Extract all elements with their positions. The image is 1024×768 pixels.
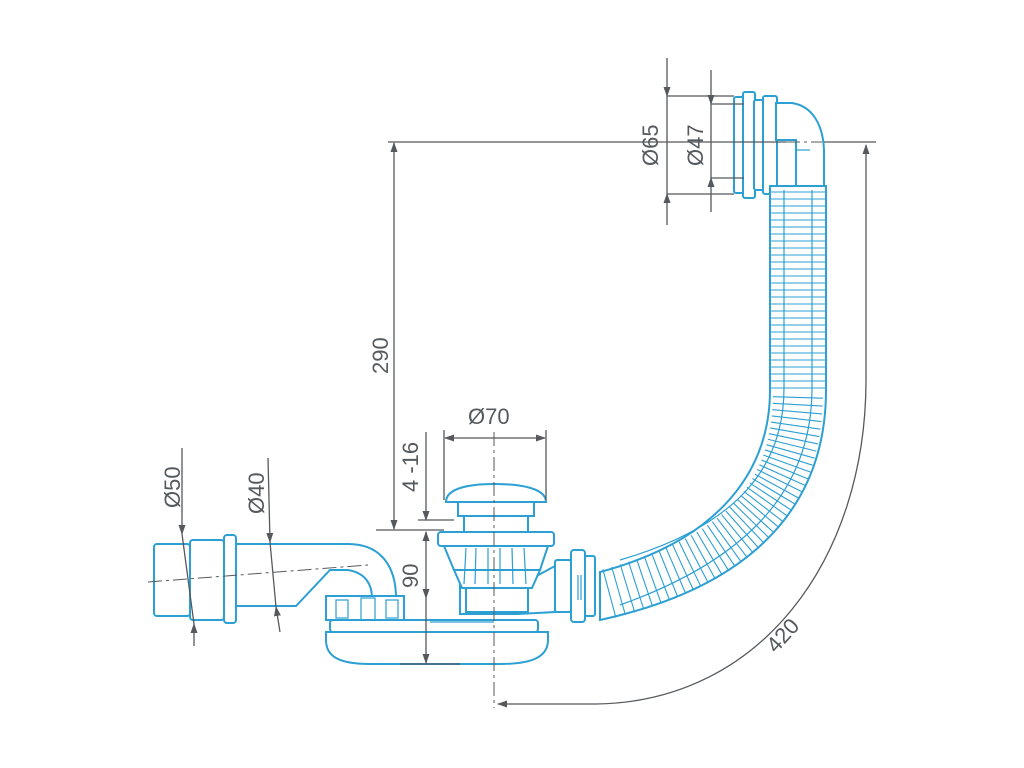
dimension-overflow-outer-label: Ø65 bbox=[638, 124, 663, 166]
hose-rib bbox=[746, 486, 788, 517]
dimension-height-label: 290 bbox=[368, 337, 393, 374]
hose-rib bbox=[725, 510, 760, 549]
hose-rib bbox=[701, 528, 730, 572]
hose-rib bbox=[733, 502, 770, 539]
hose-rib bbox=[772, 402, 823, 407]
dimension-thickness: 4 -16 bbox=[398, 432, 454, 541]
dimension-overflow-inner: Ø47 bbox=[683, 70, 744, 212]
hose-rib bbox=[754, 473, 800, 499]
dimension-outlet-inner: Ø40 bbox=[244, 457, 281, 633]
hose-rib bbox=[763, 454, 811, 473]
hose-rib bbox=[658, 550, 679, 598]
hose-rib bbox=[684, 538, 709, 584]
dimension-outlet-outer-label: Ø50 bbox=[160, 466, 185, 508]
hose-rib bbox=[665, 547, 687, 594]
hose-rib bbox=[767, 438, 817, 452]
dimension-outlet-outer: Ø50 bbox=[160, 448, 198, 646]
dimension-height: 290 bbox=[368, 141, 786, 531]
hose-rib bbox=[772, 409, 823, 415]
hose-connector bbox=[554, 549, 596, 623]
hose-rib bbox=[619, 564, 636, 613]
dimension-trap-height: 90 bbox=[398, 532, 460, 665]
hose-rib bbox=[690, 534, 716, 580]
hose-rib bbox=[770, 421, 821, 430]
dimension-overflow-inner-label: Ø47 bbox=[683, 124, 708, 166]
hose-rib bbox=[766, 444, 815, 459]
overflow-head bbox=[733, 91, 825, 199]
hose-rib bbox=[696, 531, 723, 576]
hose-rib bbox=[716, 517, 748, 559]
hose-rib bbox=[764, 449, 813, 466]
hose-rib bbox=[602, 569, 617, 618]
hose-rib bbox=[706, 524, 736, 568]
hose-rib bbox=[643, 556, 662, 604]
hose-rib bbox=[749, 482, 792, 511]
dimension-overflow-outer: Ø65 bbox=[638, 58, 734, 225]
dimension-span-label: 420 bbox=[761, 613, 804, 657]
hose-rib bbox=[736, 498, 775, 534]
hose-rib bbox=[761, 459, 808, 480]
hose-rib bbox=[756, 469, 803, 493]
hose-rib bbox=[729, 506, 765, 544]
drain-fitting bbox=[437, 482, 555, 613]
hose-rib bbox=[651, 553, 671, 601]
hose-rib bbox=[771, 415, 822, 423]
hose-rib bbox=[721, 514, 754, 554]
hose-rib bbox=[752, 478, 796, 505]
hose-rib bbox=[759, 464, 806, 486]
dimension-trap-height-label: 90 bbox=[398, 564, 423, 588]
hose-rib bbox=[636, 558, 654, 607]
hose-rib bbox=[769, 427, 820, 438]
dimension-thickness-label: 4 -16 bbox=[398, 442, 423, 492]
hose-rib bbox=[743, 490, 784, 523]
hose-rib bbox=[672, 544, 694, 591]
flexible-hose bbox=[599, 185, 827, 622]
hose-rib bbox=[768, 433, 819, 445]
dimension-cap: Ø70 bbox=[443, 404, 547, 500]
hose-rib bbox=[678, 541, 702, 587]
hose-rib bbox=[772, 396, 823, 399]
hose-rib bbox=[628, 561, 645, 610]
dimension-outlet-inner-label: Ø40 bbox=[244, 472, 269, 514]
dimension-cap-label: Ø70 bbox=[468, 404, 510, 429]
axis-lines bbox=[147, 141, 822, 708]
hose-rib bbox=[711, 521, 742, 563]
hose-rib bbox=[611, 566, 626, 616]
hose-rib bbox=[740, 494, 780, 528]
